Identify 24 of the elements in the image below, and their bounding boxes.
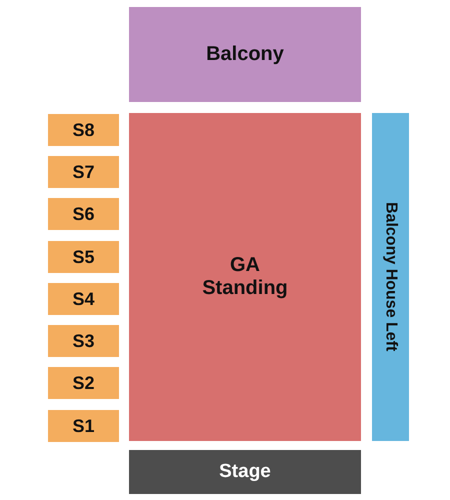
seating-section bbox=[48, 367, 119, 399]
section-label: Balcony bbox=[206, 43, 284, 66]
seating-section bbox=[48, 283, 119, 315]
section-label: S5 bbox=[72, 246, 95, 268]
section-label: S1 bbox=[72, 416, 95, 436]
seating-section bbox=[48, 156, 119, 188]
balcony-section bbox=[372, 113, 409, 441]
standing-area bbox=[129, 113, 361, 441]
section-label: S6 bbox=[72, 204, 95, 224]
seating-section bbox=[48, 198, 119, 230]
section-label: Stage bbox=[219, 461, 271, 483]
section-label: S7 bbox=[72, 162, 95, 182]
seating-section bbox=[48, 114, 119, 146]
seating-section bbox=[48, 410, 119, 442]
balcony-section bbox=[129, 7, 361, 102]
seating-section bbox=[48, 325, 119, 357]
section-label: S8 bbox=[72, 120, 95, 140]
section-label: S4 bbox=[72, 288, 95, 310]
seating-section bbox=[48, 241, 119, 273]
section-label: Balcony House Left bbox=[382, 202, 400, 352]
section-label: GA Standing bbox=[201, 254, 289, 300]
section-label: S3 bbox=[72, 330, 95, 352]
stage-area bbox=[129, 450, 361, 494]
section-label: S2 bbox=[72, 372, 95, 394]
